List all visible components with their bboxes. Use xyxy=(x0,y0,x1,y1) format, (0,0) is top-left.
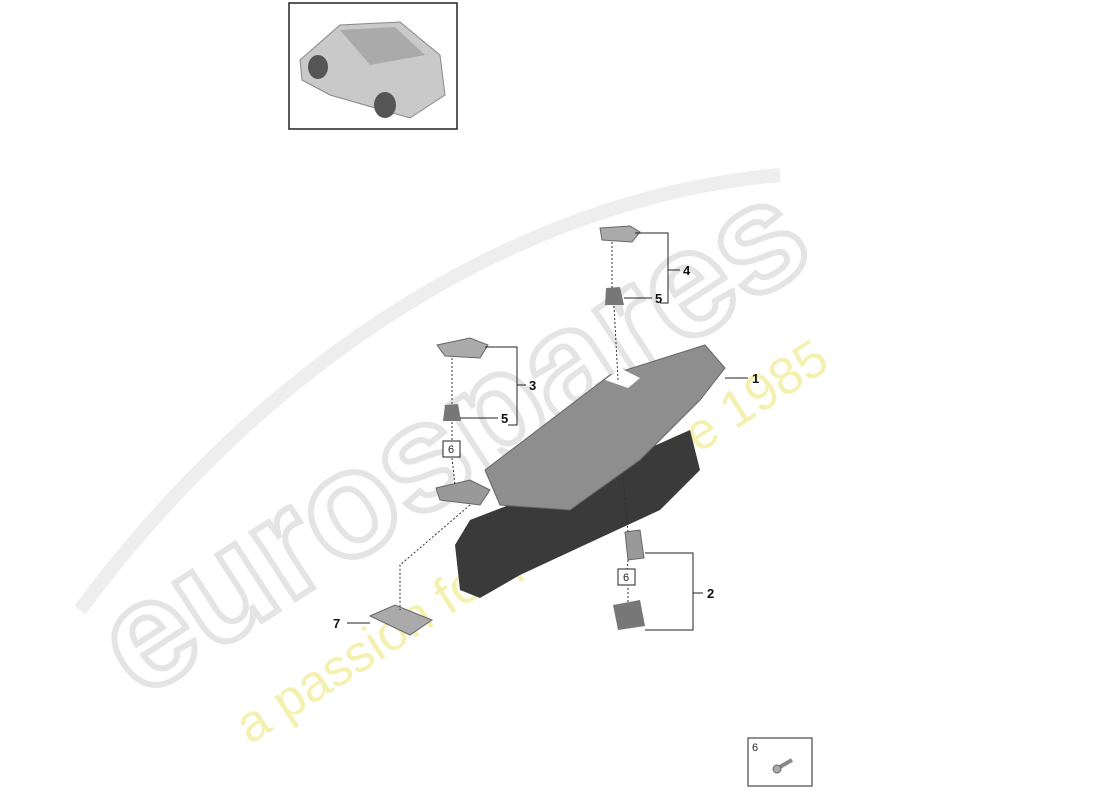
part-5-clip-upper xyxy=(605,287,624,305)
callout-3[interactable]: 3 xyxy=(529,378,536,393)
part-2-holder xyxy=(613,529,645,630)
callout-1[interactable]: 1 xyxy=(752,371,759,386)
callout-4[interactable]: 4 xyxy=(683,263,691,278)
callout-6-box-right[interactable]: 6 xyxy=(623,572,629,584)
suv-car-icon xyxy=(299,21,446,119)
part-4-mount xyxy=(599,225,641,243)
callout-2[interactable]: 2 xyxy=(707,586,714,601)
vehicle-thumbnail xyxy=(288,2,458,130)
callout-7[interactable]: 7 xyxy=(333,616,340,631)
part-3-mount xyxy=(436,337,489,359)
sun-visor xyxy=(455,344,726,598)
legend-screw-6: 6 xyxy=(747,737,813,787)
callout-5-upper[interactable]: 5 xyxy=(655,291,662,306)
legend-number: 6 xyxy=(752,742,758,754)
part-5-clip-lower xyxy=(443,404,461,421)
part-7-cover xyxy=(368,604,434,636)
callout-6-box-left[interactable]: 6 xyxy=(448,444,454,456)
callout-5-lower[interactable]: 5 xyxy=(501,411,508,426)
screw-icon xyxy=(772,758,793,774)
visor-hinge xyxy=(435,479,491,506)
